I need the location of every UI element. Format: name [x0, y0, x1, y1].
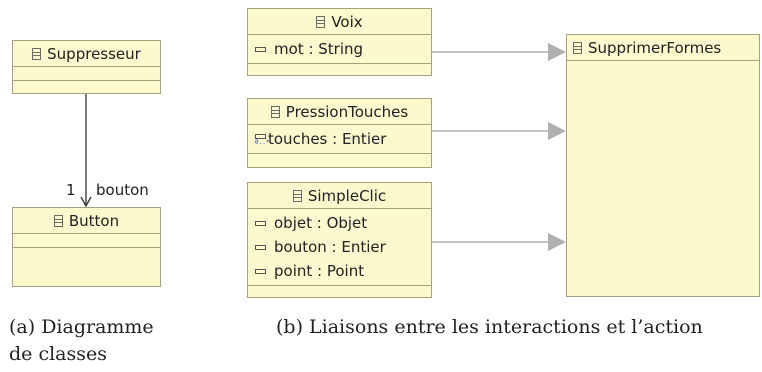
class-button-name: Button: [68, 211, 120, 230]
attribute-row[interactable]: bouton : Entier: [248, 235, 431, 259]
class-pressiontouches-name: PressionTouches: [285, 102, 409, 121]
class-icon: [32, 47, 42, 60]
class-icon: [316, 15, 326, 28]
class-icon: [270, 105, 280, 118]
class-simpleclic-name: SimpleClic: [307, 186, 387, 205]
class-simpleclic-attributes: objet : Objet bouton : Entier point : Po…: [248, 209, 431, 286]
association-arrowhead: [80, 196, 92, 208]
caption-b: (b) Liaisons entre les interactions et l…: [276, 316, 703, 338]
attribute-row[interactable]: point : Point: [248, 259, 431, 283]
class-pressiontouches-header: PressionTouches: [248, 99, 431, 125]
attribute-text: bouton : Entier: [274, 238, 386, 256]
class-supprimerformes-header: SupprimerFormes: [567, 35, 759, 61]
class-button-header: Button: [13, 208, 160, 234]
class-icon: [292, 189, 302, 202]
association-multiplicity: 1: [66, 181, 76, 199]
class-icon: [53, 214, 63, 227]
class-simpleclic-header: SimpleClic: [248, 183, 431, 209]
attribute-icon: [255, 220, 266, 226]
caption-a-line2: de classes: [9, 343, 107, 365]
link-pression-arrowhead: [548, 122, 566, 140]
attribute-icon: [255, 46, 266, 52]
class-voix[interactable]: Voix mot : String: [247, 8, 432, 76]
caption-a-line1: (a) Diagramme: [9, 316, 154, 338]
class-voix-attributes: mot : String: [248, 35, 431, 64]
attribute-row[interactable]: 0..* touches : Entier: [248, 127, 431, 151]
class-pressiontouches[interactable]: PressionTouches 0..* touches : Entier: [247, 98, 432, 168]
attribute-row[interactable]: mot : String: [248, 37, 431, 61]
class-suppresseur[interactable]: Suppresseur: [12, 40, 161, 94]
attribute-icon: [255, 244, 266, 250]
link-voix-arrowhead: [548, 43, 566, 61]
class-supprimerformes[interactable]: SupprimerFormes: [566, 34, 760, 297]
class-suppresseur-attributes: [13, 67, 160, 81]
attribute-row[interactable]: objet : Objet: [248, 211, 431, 235]
link-simpleclic-arrowhead: [548, 233, 566, 251]
attribute-text: point : Point: [274, 262, 365, 280]
class-suppresseur-name: Suppresseur: [47, 44, 141, 63]
attribute-text: touches : Entier: [268, 130, 387, 148]
multi-attribute-icon: 0..*: [255, 133, 269, 145]
attribute-text: mot : String: [274, 40, 364, 58]
class-button-attributes: [13, 234, 160, 248]
attribute-icon: [255, 268, 266, 274]
class-voix-name: Voix: [331, 12, 363, 31]
class-button[interactable]: Button: [12, 207, 161, 287]
class-voix-header: Voix: [248, 9, 431, 35]
caption-a: (a) Diagramme de classes: [9, 314, 154, 368]
attribute-text: objet : Objet: [274, 214, 368, 232]
class-suppresseur-header: Suppresseur: [13, 41, 160, 67]
class-pressiontouches-attributes: 0..* touches : Entier: [248, 125, 431, 154]
class-icon: [573, 41, 582, 54]
class-supprimerformes-name: SupprimerFormes: [588, 38, 722, 57]
association-role: bouton: [96, 181, 149, 199]
class-simpleclic[interactable]: SimpleClic objet : Objet bouton : Entier…: [247, 182, 432, 298]
